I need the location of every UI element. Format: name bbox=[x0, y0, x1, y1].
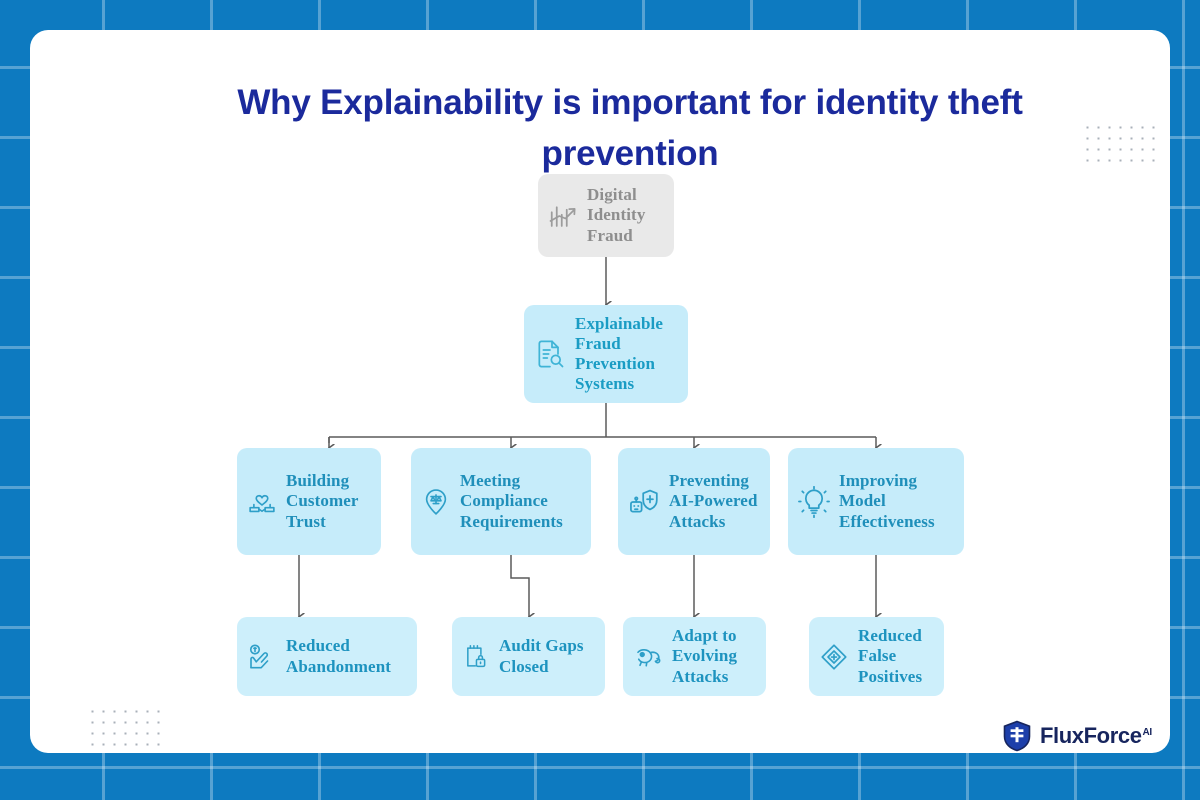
document-search-icon bbox=[534, 338, 566, 370]
node-label: Reduced False Positives bbox=[858, 626, 923, 686]
brand-name-text: FluxForce bbox=[1040, 723, 1142, 748]
node-digital-identity-fraud[interactable]: Digital Identity Fraud bbox=[538, 174, 674, 257]
hand-money-icon bbox=[247, 642, 277, 672]
node-preventing-ai-powered-attacks[interactable]: Preventing AI-Powered Attacks bbox=[618, 448, 770, 555]
node-label: Meeting Compliance Requirements bbox=[460, 471, 563, 531]
node-improving-model-effectiveness[interactable]: Improving Model Effectiveness bbox=[788, 448, 964, 555]
node-label: Improving Model Effectiveness bbox=[839, 471, 935, 531]
node-reduced-abandonment[interactable]: Reduced Abandonment bbox=[237, 617, 417, 696]
brand-name: FluxForceAI bbox=[1040, 723, 1152, 749]
node-building-customer-trust[interactable]: Building Customer Trust bbox=[237, 448, 381, 555]
diamond-plus-icon bbox=[819, 642, 849, 672]
justice-scales-pin-icon bbox=[421, 487, 451, 517]
wire-branch2-to-outcome bbox=[510, 555, 529, 617]
node-label: Audit Gaps Closed bbox=[499, 636, 584, 676]
node-explainable-fraud-prevention-systems[interactable]: Explainable Fraud Prevention Systems bbox=[524, 305, 688, 403]
dot-grid-decoration-bottom-left bbox=[87, 706, 163, 754]
page-title: Why Explainability is important for iden… bbox=[237, 83, 1023, 173]
node-meeting-compliance-requirements[interactable]: Meeting Compliance Requirements bbox=[411, 448, 591, 555]
brand-logo: FluxForceAI bbox=[1002, 720, 1152, 752]
node-label: Building Customer Trust bbox=[286, 471, 359, 531]
content-card: Why Explainability is important for iden… bbox=[30, 30, 1170, 754]
node-label: Preventing AI-Powered Attacks bbox=[669, 471, 758, 531]
clipboard-lock-icon bbox=[462, 643, 490, 671]
shield-logo-icon bbox=[1002, 720, 1032, 752]
node-audit-gaps-closed[interactable]: Audit Gaps Closed bbox=[452, 617, 605, 696]
chameleon-icon bbox=[633, 642, 663, 672]
robot-shield-icon bbox=[628, 486, 660, 518]
node-label: Adapt to Evolving Attacks bbox=[672, 626, 738, 686]
fraud-chart-icon bbox=[548, 201, 578, 231]
node-label: Digital Identity Fraud bbox=[587, 185, 646, 245]
dot-grid-decoration-top-right bbox=[1082, 122, 1158, 170]
node-reduced-false-positives[interactable]: Reduced False Positives bbox=[809, 617, 944, 696]
handshake-heart-icon bbox=[247, 487, 277, 517]
gear-bulb-icon bbox=[798, 485, 830, 518]
node-adapt-to-evolving-attacks[interactable]: Adapt to Evolving Attacks bbox=[623, 617, 766, 696]
node-label: Reduced Abandonment bbox=[286, 636, 392, 676]
brand-suffix: AI bbox=[1142, 726, 1153, 738]
node-label: Explainable Fraud Prevention Systems bbox=[575, 313, 664, 394]
